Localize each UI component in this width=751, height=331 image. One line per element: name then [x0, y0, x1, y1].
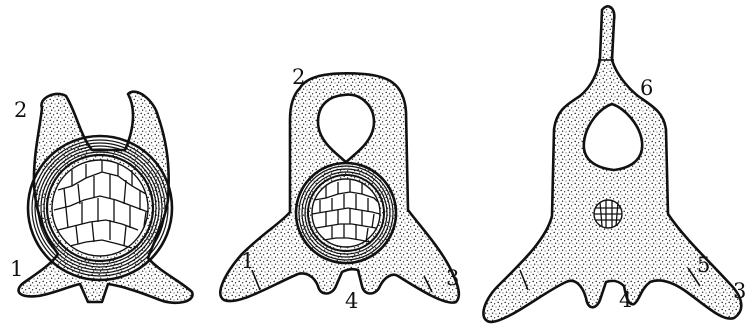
figure-c-label-6: 6	[640, 76, 653, 100]
figure-b-label-4: 4	[345, 289, 358, 313]
figure-b-notochord-cells	[312, 179, 380, 247]
figure-a	[19, 92, 193, 303]
figure-b-label-2: 2	[292, 65, 305, 89]
figure-b-label-3: 3	[446, 266, 459, 290]
figure-c-label-5: 5	[697, 253, 710, 277]
figure-c-notochord-remnant	[594, 200, 622, 228]
figure-a-label-2: 2	[14, 98, 27, 122]
figure-a-label-1: 1	[10, 257, 23, 281]
figure-b-label-1: 1	[241, 249, 254, 273]
figure-c-label-4: 4	[619, 288, 632, 312]
figure-b	[220, 73, 459, 302]
figure-a-notochord-cells	[52, 160, 148, 256]
figure-c-label-3: 3	[733, 279, 746, 303]
